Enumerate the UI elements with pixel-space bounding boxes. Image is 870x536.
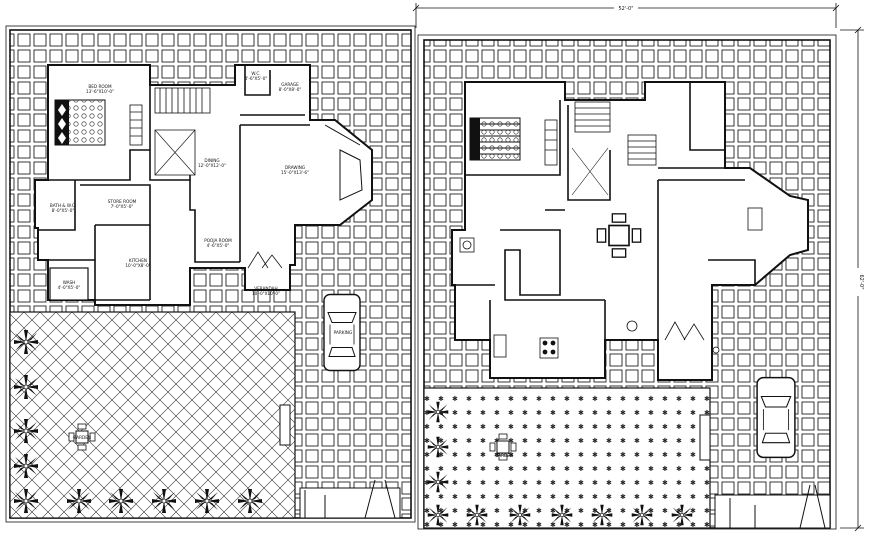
label-verandah: VERANDAH	[254, 286, 277, 291]
size-drawing: 15'-0"X13'-6"	[281, 170, 309, 175]
size-garage: 8'-0"X8'-0"	[279, 87, 302, 92]
right-width-dimension: 52'-0"	[618, 6, 633, 12]
label-left-garden: GARDEN	[73, 435, 91, 440]
label-wash: WASH	[63, 280, 76, 285]
label-garage: GARAGE	[281, 82, 299, 87]
right-staircase	[571, 101, 657, 196]
right-bed	[469, 117, 558, 166]
left-wash-area	[49, 267, 89, 301]
size-bed-room: 13'-6"X10'-0"	[86, 89, 114, 94]
right-parking-car	[756, 376, 796, 459]
right-gate	[699, 414, 831, 529]
size-kitchen: 10'-0"X8'-0"	[125, 263, 150, 268]
left-gate	[279, 404, 401, 519]
label-left-parking: PARKING	[334, 330, 352, 335]
right-plan-labels: GARDEN	[495, 453, 513, 458]
label-dining: DINING	[204, 158, 219, 163]
left-garden-area	[9, 311, 296, 519]
size-store-room: 7'-0"X5'-0"	[111, 204, 134, 209]
left-drawing-bay	[324, 124, 363, 201]
size-bath-wc: 8'-0"X5'-0"	[52, 208, 75, 213]
right-verandah-steps	[626, 320, 720, 354]
first-floor-plan-right: 52'-0" 62'-0"	[412, 3, 864, 532]
label-bath-wc: BATH & W.C.	[50, 203, 76, 208]
label-bed-room: BED ROOM	[88, 84, 112, 89]
size-wash: 4'-0"X5'-0"	[58, 285, 81, 290]
right-house-walls	[451, 81, 809, 381]
label-store-room: STORE ROOM	[108, 199, 137, 204]
size-verandah: 10'-0"X10'-0"	[252, 291, 280, 296]
left-room-labels: BED ROOM 13'-6"X10'-0" W.C. 4'-6"X5'-0" …	[50, 71, 352, 440]
right-garden-area	[423, 387, 711, 529]
ground-floor-plan-left: BED ROOM 13'-6"X10'-0" W.C. 4'-6"X5'-0" …	[5, 25, 416, 523]
left-bed	[54, 99, 143, 146]
label-drawing: DRAWING	[285, 165, 305, 170]
right-depth-dimension: 62'-0"	[858, 274, 864, 289]
right-kitchen-fixtures	[459, 207, 763, 359]
label-wc: W.C.	[251, 71, 260, 76]
left-verandah-steps	[247, 251, 283, 269]
label-right-garden: GARDEN	[495, 453, 513, 458]
size-wc: 4'-6"X5'-0"	[245, 76, 268, 81]
left-staircase	[154, 87, 211, 176]
size-pooja-room: 4'-6"X5'-0"	[207, 243, 230, 248]
label-kitchen: KITCHEN	[129, 258, 147, 263]
label-pooja-room: POOJA ROOM	[204, 238, 232, 243]
size-dining: 12'-0"X12'-0"	[198, 163, 226, 168]
right-interior-walls	[455, 82, 756, 340]
